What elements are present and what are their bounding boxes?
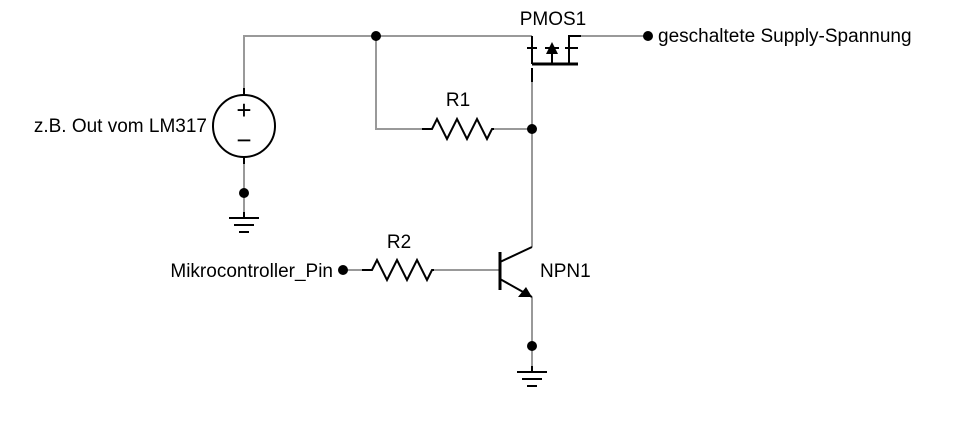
r1-label: R1 <box>446 90 470 111</box>
voltage-source-plus: + <box>236 95 251 125</box>
pmos-arrow <box>546 42 558 54</box>
npn-transistor-icon <box>498 246 533 298</box>
wires <box>243 35 648 368</box>
junction-dot-gate <box>527 124 537 134</box>
output-label: geschaltete Supply-Spannung <box>658 26 912 47</box>
junction-dots <box>239 31 653 351</box>
pmos-transistor-icon <box>527 35 581 82</box>
npn-emitter-arrow <box>518 287 532 297</box>
output-pin-dot <box>643 31 653 41</box>
mcu-pin-label: Mikrocontroller_Pin <box>170 261 333 282</box>
voltage-source-minus: − <box>236 125 251 155</box>
source-gnd-dot <box>239 188 249 198</box>
wire-top-rail <box>243 35 532 91</box>
ground-icon <box>229 212 259 233</box>
ground-icon <box>517 366 547 387</box>
npn-collector <box>499 246 533 263</box>
npn-label: NPN1 <box>540 261 591 282</box>
mcu-pin-dot <box>338 265 348 275</box>
wire-r1-left <box>375 36 422 130</box>
pmos-label: PMOS1 <box>520 9 587 30</box>
resistor-r2-zigzag <box>362 257 434 283</box>
emitter-gnd-dot <box>527 341 537 351</box>
junction-dot-top <box>371 31 381 41</box>
resistor-r1-zigzag <box>422 116 494 142</box>
r2-label: R2 <box>387 232 411 253</box>
resistor-icon <box>422 116 494 142</box>
resistor-icon <box>362 257 434 283</box>
source-label: z.B. Out vom LM317 <box>34 116 207 137</box>
dc-voltage-source-icon: + − <box>212 88 276 164</box>
